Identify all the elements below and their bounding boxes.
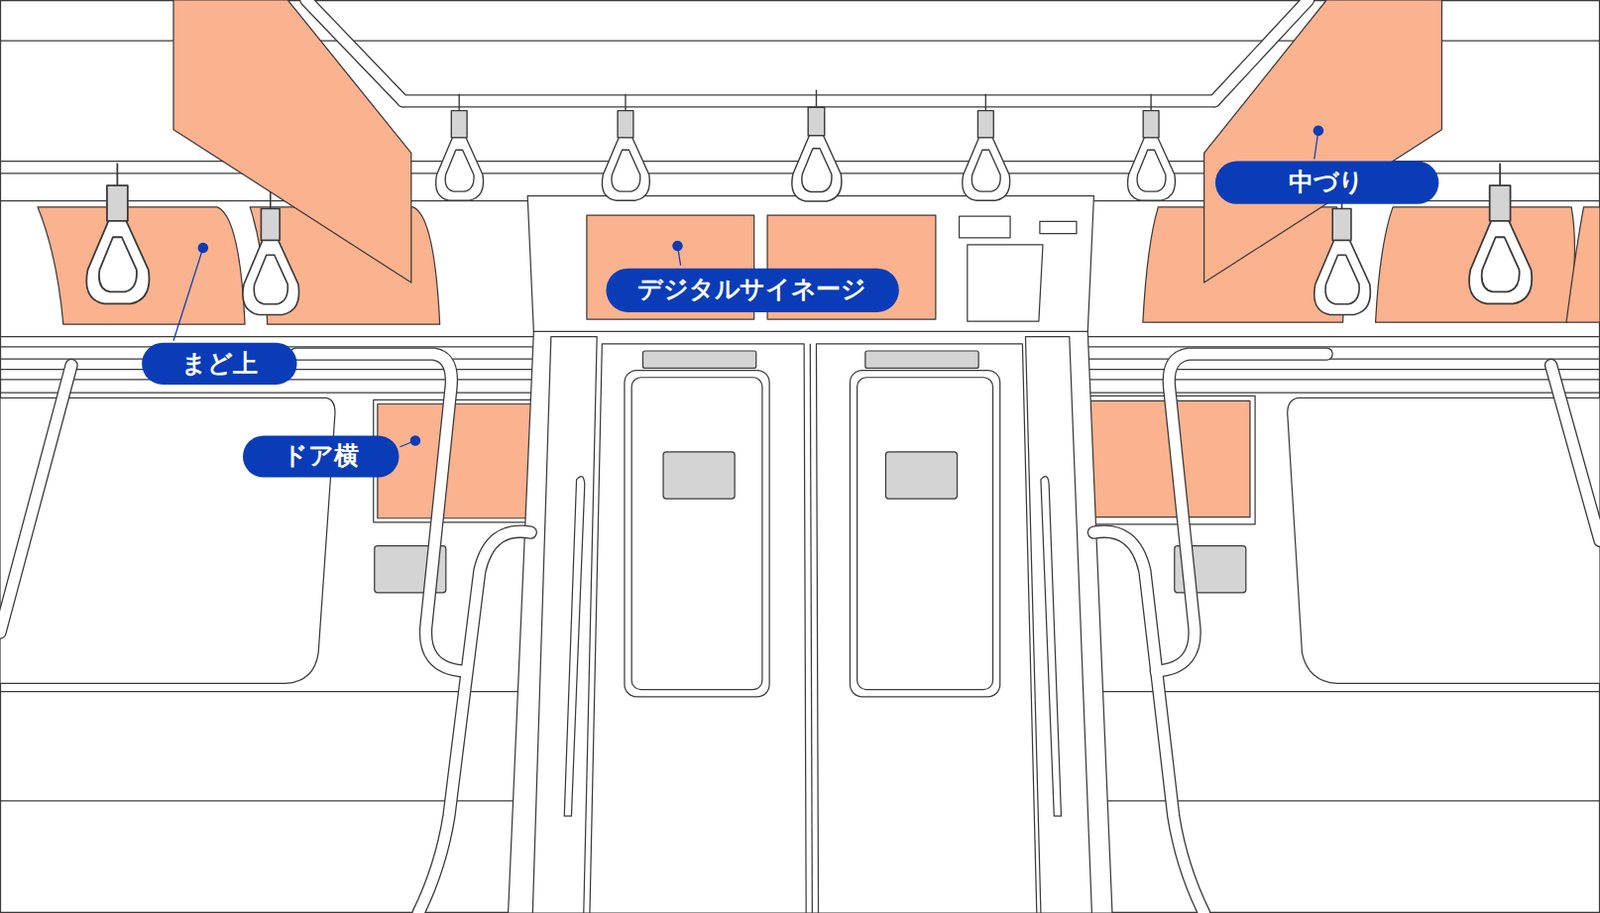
doors-part — [885, 452, 957, 499]
handrails-part-part — [0, 364, 1600, 633]
straps-part — [242, 188, 300, 315]
window-top-ads-part — [1566, 207, 1600, 323]
doors-part — [642, 350, 756, 368]
handrails-part-part — [1155, 353, 1327, 672]
seat-backs-part — [1287, 397, 1600, 684]
label-text: ドア横 — [282, 440, 358, 473]
sills-part — [0, 337, 552, 394]
handrails-part-part — [418, 531, 531, 913]
straps-part — [792, 90, 842, 202]
leader-lines-part — [173, 247, 204, 342]
handrails-part-part — [1155, 353, 1327, 672]
straps-part — [86, 163, 149, 305]
straps-part — [1127, 94, 1175, 202]
doors-part — [532, 337, 597, 913]
door-side-ads-part — [1081, 400, 1251, 517]
doors-part — [508, 331, 1113, 913]
label-pill: 中づり — [1214, 161, 1438, 205]
door-side-ads-part — [373, 399, 546, 522]
handrails-part-part — [296, 353, 465, 672]
handrails-part-part — [403, 94, 1215, 108]
sills-part — [1071, 337, 1600, 394]
handrails-part-part — [0, 364, 1600, 633]
door-side-ads-part — [377, 404, 542, 519]
handrails-part-part — [306, 0, 1309, 102]
label-text: デジタルサイネージ — [637, 273, 867, 307]
leader-lines — [173, 125, 1324, 448]
signage-panel-part — [959, 216, 1011, 238]
doors-part — [809, 343, 812, 913]
doors-part — [1025, 337, 1092, 913]
doors-part — [663, 452, 735, 499]
hanging-ads-part — [173, 0, 412, 283]
signage-panel-part — [967, 244, 1043, 322]
doors-part — [631, 377, 763, 690]
doors-part — [865, 350, 979, 368]
handrails-part-part — [306, 0, 1309, 102]
label-pill: デジタルサイネージ — [605, 267, 899, 312]
doors-part — [857, 377, 994, 690]
handrails-part-part — [403, 95, 1215, 107]
doors-part — [564, 476, 585, 817]
label-text: まど上 — [181, 346, 257, 380]
door-side-ads-part — [1075, 395, 1256, 525]
doors — [508, 331, 1113, 913]
signage-panel-part — [527, 196, 1094, 333]
handrails-part-part — [296, 353, 465, 672]
straps-part — [601, 94, 650, 202]
label-pill: ドア横 — [241, 435, 398, 477]
doors-part — [815, 343, 1036, 913]
label-pill: まど上 — [141, 342, 297, 384]
leader-lines-part — [1313, 125, 1323, 135]
leader-lines-part — [673, 240, 683, 250]
doors-part — [849, 370, 1000, 697]
hanging-ads-part — [1204, 0, 1443, 283]
straps-part — [436, 94, 484, 202]
handrails-part-part — [1093, 531, 1204, 913]
leader-lines-part — [198, 242, 208, 252]
straps-part — [1469, 163, 1532, 305]
leader-lines-part — [410, 436, 420, 446]
signage-panel — [527, 196, 1094, 333]
doors-part — [1040, 476, 1062, 817]
straps-part — [962, 94, 1011, 202]
signage-panel-part — [1039, 221, 1077, 233]
label-text: 中づり — [1288, 166, 1365, 200]
doors-part — [589, 343, 806, 913]
doors-part — [624, 370, 770, 697]
straps-part — [1314, 188, 1372, 315]
hanging-ads — [173, 0, 1442, 283]
